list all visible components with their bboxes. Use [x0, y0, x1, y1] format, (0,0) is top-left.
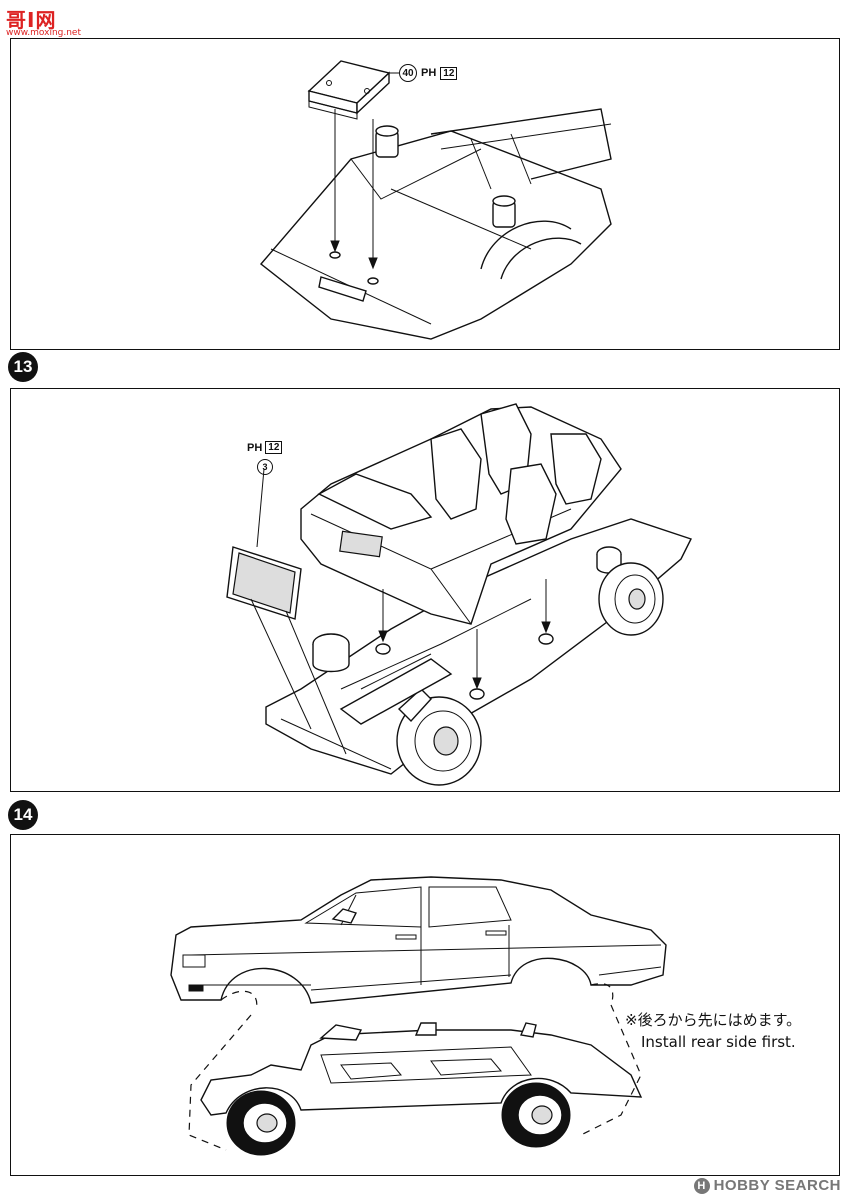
step-13-paint-code: PH: [247, 441, 263, 454]
step-13-badge: 13: [8, 352, 38, 382]
site-url: www.moxing.net: [6, 28, 81, 38]
hobby-search-watermark: H HOBBY SEARCH: [693, 1177, 841, 1194]
step-14-number: 14: [13, 805, 33, 824]
step-14-panel: ※後ろから先にはめます。 Install rear side first.: [10, 834, 840, 1176]
paint-number-label: 12: [440, 66, 458, 80]
part-3-number: 3: [257, 459, 273, 475]
step-14-badge: 14: [8, 800, 38, 830]
step-13-panel: PH 12 3: [10, 388, 840, 792]
paint-code-label: PH: [421, 67, 437, 79]
site-logo: 哥I网: [6, 8, 57, 32]
step-13-number: 13: [13, 357, 33, 376]
install-note-jp: ※後ろから先にはめます。: [625, 1011, 802, 1029]
install-note-en: Install rear side first.: [641, 1033, 796, 1051]
step-14-illustration: [170, 876, 667, 1156]
install-note: ※後ろから先にはめます。 Install rear side first.: [625, 1009, 801, 1053]
step-12-panel: 40 PH 12: [10, 38, 840, 350]
hobby-search-logo-icon: H: [693, 1177, 710, 1194]
step-13-paint-number: 12: [265, 441, 283, 454]
step-13-illustration: [226, 403, 692, 786]
step-12-illustration: [259, 60, 612, 340]
part-40-number: 40: [399, 64, 417, 82]
hobby-search-label: HOBBY SEARCH: [713, 1177, 841, 1194]
